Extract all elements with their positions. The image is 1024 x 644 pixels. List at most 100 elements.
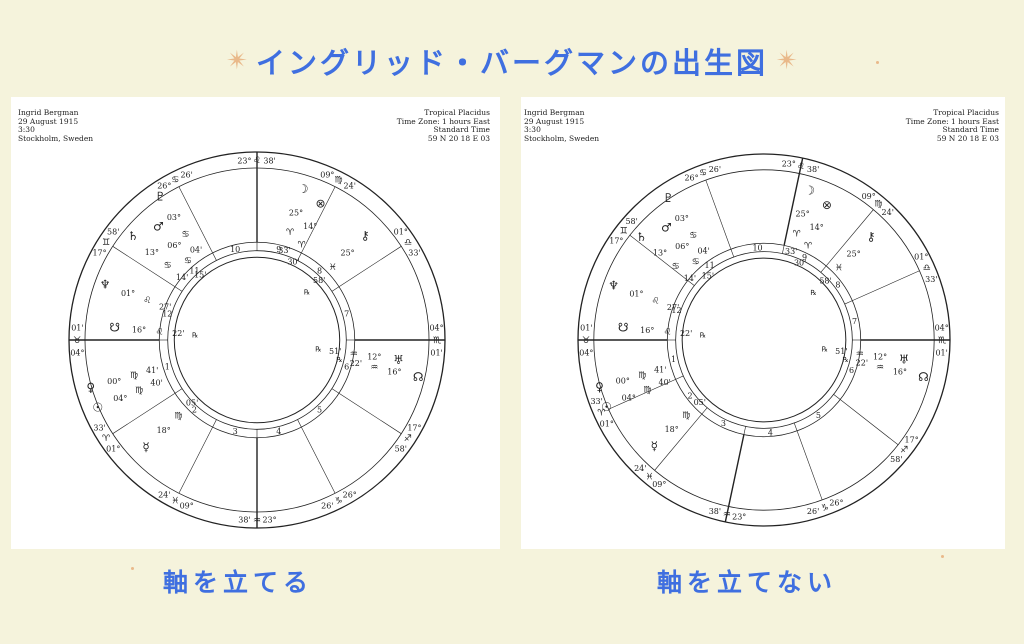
pluto-icon: ♇ (663, 191, 674, 205)
cusp-minute: 01' (580, 324, 592, 333)
planet-degree: 25° (341, 249, 355, 258)
natal-chart-wheel-left: 104°♉01'201°♈33'309°♓24'423°♒38'526°♑26'… (68, 151, 446, 529)
natal-chart-wheel-right: 104°♉01'201°♈33'309°♓24'423°♒38'526°♑26'… (577, 153, 951, 527)
planet-sign-icon: ♌ (664, 328, 672, 338)
planet-sign-icon: ♋ (692, 257, 700, 267)
cusp-degree: 04° (70, 349, 84, 358)
planet-degree: 16° (132, 326, 146, 335)
venus-icon: ♀ (86, 381, 95, 395)
planet-degree: 13° (145, 248, 159, 257)
house-number: 4 (768, 428, 773, 437)
south-node-icon: ☋ (109, 321, 120, 335)
cusp-degree: 23° (262, 516, 276, 525)
house-cusp-line (852, 270, 920, 301)
planet-minute: 15' (702, 271, 714, 280)
house-number: 12 (671, 306, 681, 315)
house-band-divider (212, 252, 217, 261)
cusp-degree: 09° (320, 170, 334, 179)
planet-degree: 03° (675, 214, 689, 223)
planet-sign-icon: ♒ (350, 350, 358, 360)
info-house-system: Tropical Placidus (424, 108, 490, 117)
cusp-degree: 01° (600, 420, 614, 429)
house-number: 10 (230, 245, 240, 254)
cusp-minute: 26' (321, 502, 333, 511)
retrograde-icon: ℞ (822, 346, 828, 354)
planet-sign-icon: ♓ (835, 264, 843, 274)
saturn-icon: ♄ (636, 230, 647, 244)
planet-sign-icon: ♍ (135, 386, 143, 396)
cusp-sign-icon: ♍ (335, 176, 343, 186)
house-number: 5 (816, 411, 821, 420)
caption-left: 軸を立てる (163, 568, 314, 597)
house-number: 6 (849, 366, 854, 375)
part-of-fortune-icon: ⊗ (822, 198, 832, 212)
house-number: 8 (317, 266, 322, 275)
planet-minute: 33' (278, 246, 290, 255)
info-name: Ingrid Bergman (18, 108, 79, 117)
cusp-minute: 58' (395, 444, 407, 453)
cusp-minute: 24' (882, 208, 894, 217)
mars-icon: ♂ (153, 219, 164, 233)
info-time: 3:30 (18, 125, 35, 134)
chart-panel-left: Ingrid Bergman 29 August 1915 3:30 Stock… (11, 97, 500, 549)
cusp-minute: 26' (709, 165, 721, 174)
planet-sign-icon: ♈ (804, 242, 813, 252)
cusp-sign-icon: ♎ (923, 264, 931, 274)
chiron-icon: ⚷ (867, 230, 876, 244)
planet-degree: 01° (121, 289, 135, 298)
planet-minute: 30' (794, 258, 806, 267)
info-place: Stockholm, Sweden (524, 133, 600, 143)
planet-minute: 30' (287, 258, 299, 267)
planet-degree: 06° (675, 242, 689, 251)
house-cusp-line (629, 234, 688, 281)
house-band-divider (844, 300, 853, 305)
star-icon-left: ✴ (226, 46, 248, 76)
cusp-sign-icon: ♑ (335, 496, 343, 506)
info-name: Ingrid Bergman (524, 108, 585, 117)
house-band-divider (331, 388, 340, 394)
info-time: 3:30 (524, 125, 541, 134)
cusp-sign-icon: ♋ (699, 169, 707, 179)
retrograde-icon: ℞ (192, 332, 198, 340)
cusp-degree: 17° (905, 436, 919, 445)
planet-degree: 01° (629, 290, 643, 299)
cusp-sign-icon: ♉ (582, 336, 590, 346)
sun-icon: ☉ (601, 400, 612, 414)
planet-degree: 06° (167, 241, 181, 250)
house-number: 5 (317, 406, 322, 415)
planet-minute: 51' (835, 347, 847, 356)
info-coordinates: 59 N 20 18 E 03 (936, 133, 999, 143)
cusp-degree: 01° (394, 228, 408, 237)
cusp-minute: 58' (625, 217, 637, 226)
planet-sign-icon: ♍ (175, 412, 183, 422)
info-coordinates: 59 N 20 18 E 03 (427, 133, 490, 143)
planet-minute: 22' (856, 359, 868, 368)
cusp-degree: 23° (782, 160, 796, 169)
mercury-icon: ☿ (142, 440, 149, 454)
house-band-divider (174, 388, 183, 394)
cusp-minute: 58' (107, 228, 119, 237)
uranus-icon: ♅ (899, 353, 910, 367)
cusp-sign-icon: ♌ (253, 156, 261, 166)
center-circle (173, 256, 341, 424)
house-band-divider (793, 422, 798, 431)
cusp-degree: 09° (180, 502, 194, 511)
planet-degree: 25° (289, 208, 303, 217)
info-date: 29 August 1915 (18, 116, 79, 126)
house-cusp-line (301, 186, 336, 254)
planet-minute: 41' (654, 366, 666, 375)
house-cusp-line (796, 430, 823, 501)
house-band-divider (174, 286, 183, 292)
house-number: 1 (671, 355, 676, 364)
retrograde-icon: ℞ (810, 289, 816, 297)
cusp-degree: 04° (429, 323, 443, 332)
planet-minute: 58' (819, 277, 831, 286)
house-band-divider (820, 265, 827, 273)
planet-degree: 00° (616, 377, 630, 386)
cusp-minute: 01' (430, 349, 442, 358)
cusp-sign-icon: ♑ (821, 503, 829, 513)
planet-minute: 04' (697, 247, 709, 256)
house-band-divider (782, 245, 785, 254)
cusp-degree: 01° (106, 444, 120, 453)
cusp-sign-icon: ♐ (900, 446, 908, 456)
